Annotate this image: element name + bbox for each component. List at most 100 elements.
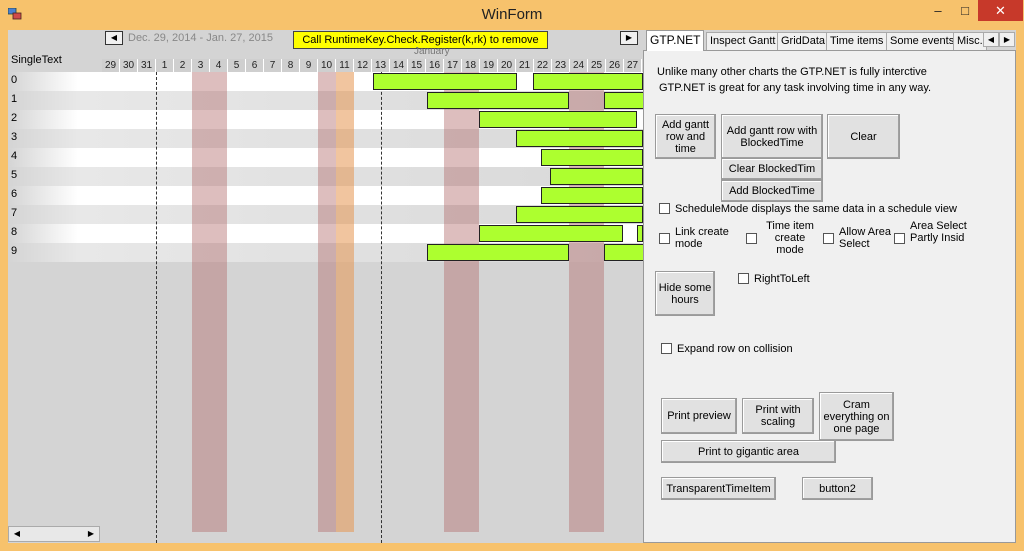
intro-text-2: GTP.NET is great for any task involving … — [659, 82, 932, 94]
link-create-checkbox[interactable] — [659, 233, 670, 244]
date-range-label: Dec. 29, 2014 - Jan. 27, 2015 — [128, 32, 273, 44]
time-marker-line — [381, 72, 382, 543]
gantt-row[interactable]: 6 — [8, 186, 643, 205]
expand-row-checkbox[interactable] — [661, 343, 672, 354]
row-label: 6 — [11, 188, 18, 200]
day-cell: 6 — [246, 59, 264, 72]
blocked-time-band — [318, 72, 336, 532]
button2[interactable]: button2 — [802, 477, 873, 500]
day-cell: 5 — [228, 59, 246, 72]
tab-time-items[interactable]: Time items — [826, 32, 888, 50]
day-cell: 16 — [426, 59, 444, 72]
gantt-row[interactable]: 4 — [8, 148, 643, 167]
time-item-create-checkbox[interactable] — [746, 233, 757, 244]
license-message[interactable]: Call RuntimeKey.Check.Register(k,rk) to … — [293, 31, 548, 49]
tab-griddata[interactable]: GridData — [777, 32, 830, 50]
add-gantt-row-button[interactable]: Add gantt row and time — [655, 114, 716, 159]
area-select-partly-checkbox[interactable] — [894, 233, 905, 244]
title-bar[interactable]: WinForm – □ ✕ — [0, 0, 1024, 30]
minimize-button[interactable]: – — [934, 3, 942, 18]
row-label: 8 — [11, 226, 18, 238]
hide-hours-button[interactable]: Hide some hours — [655, 271, 715, 316]
day-cell: 1 — [156, 59, 174, 72]
time-item-bar[interactable] — [516, 206, 643, 223]
time-marker-line — [156, 72, 157, 543]
link-create-label: Link create mode — [675, 226, 729, 250]
schedule-mode-checkbox[interactable] — [659, 203, 670, 214]
day-cell: 15 — [408, 59, 426, 72]
print-preview-button[interactable]: Print preview — [661, 398, 737, 434]
allow-area-select-checkbox[interactable] — [823, 233, 834, 244]
horizontal-scrollbar[interactable]: ◀ ▶ — [8, 526, 100, 542]
nav-next-button[interactable]: ▶ — [620, 31, 638, 45]
day-cell: 20 — [498, 59, 516, 72]
right-to-left-checkbox[interactable] — [738, 273, 749, 284]
row-label: 4 — [11, 150, 18, 162]
expand-row-label: Expand row on collision — [677, 343, 793, 355]
day-cell: 29 — [102, 59, 120, 72]
time-item-bar[interactable] — [604, 244, 643, 261]
add-gantt-row-blocked-button[interactable]: Add gantt row with BlockedTime — [721, 114, 823, 159]
time-item-bar[interactable] — [604, 92, 643, 109]
day-cell: 21 — [516, 59, 534, 72]
cram-one-page-button[interactable]: Cram everything on one page — [819, 392, 894, 441]
time-item-bar[interactable] — [373, 73, 517, 90]
time-item-create-label: Time item create mode — [766, 220, 814, 256]
time-item-bar[interactable] — [516, 130, 643, 147]
time-item-bar[interactable] — [427, 92, 569, 109]
gantt-row[interactable]: 5 — [8, 167, 643, 186]
time-item-bar[interactable] — [541, 187, 643, 204]
day-cell: 31 — [138, 59, 156, 72]
tab-misc[interactable]: Misc. — [953, 32, 987, 50]
gantt-row[interactable]: 3 — [8, 129, 643, 148]
time-item-bar[interactable] — [550, 168, 643, 185]
day-cell: 23 — [552, 59, 570, 72]
tab-scroll-left-icon[interactable]: ◀ — [983, 32, 999, 47]
day-cell: 26 — [606, 59, 624, 72]
day-cell: 12 — [354, 59, 372, 72]
blocked-time-band — [192, 72, 227, 532]
day-cell: 17 — [444, 59, 462, 72]
row-label: 0 — [11, 74, 18, 86]
time-item-bar[interactable] — [541, 149, 643, 166]
close-button[interactable]: ✕ — [978, 0, 1023, 21]
gantt-chart[interactable]: ◀ Dec. 29, 2014 - Jan. 27, 2015 Call Run… — [8, 30, 643, 543]
day-cell: 19 — [480, 59, 498, 72]
clear-button[interactable]: Clear — [827, 114, 900, 159]
row-label: 9 — [11, 245, 18, 257]
gantt-row[interactable]: 7 — [8, 205, 643, 224]
maximize-button[interactable]: □ — [961, 3, 969, 18]
day-cell: 10 — [318, 59, 336, 72]
column-header: SingleText — [11, 54, 62, 66]
window-title: WinForm — [481, 6, 543, 23]
time-item-bar[interactable] — [427, 244, 569, 261]
client-area: ◀ Dec. 29, 2014 - Jan. 27, 2015 Call Run… — [8, 30, 1016, 543]
app-icon — [8, 8, 22, 20]
schedule-mode-label: ScheduleMode displays the same data in a… — [675, 203, 957, 215]
scroll-right-icon[interactable]: ▶ — [87, 529, 95, 538]
scroll-left-icon[interactable]: ◀ — [13, 529, 21, 538]
time-item-bar[interactable] — [637, 225, 643, 242]
day-cell: 24 — [570, 59, 588, 72]
day-cell: 4 — [210, 59, 228, 72]
tab-gtpnet[interactable]: GTP.NET — [646, 30, 705, 51]
clear-blocked-button[interactable]: Clear BlockedTim — [721, 158, 823, 180]
tab-inspect-gantt[interactable]: Inspect Gantt — [706, 32, 780, 50]
row-label: 3 — [11, 131, 18, 143]
time-item-bar[interactable] — [479, 225, 623, 242]
nav-prev-button[interactable]: ◀ — [105, 31, 123, 45]
transparent-time-item-button[interactable]: TransparentTimeItem — [661, 477, 776, 500]
print-scaling-button[interactable]: Print with scaling — [742, 398, 814, 434]
row-label: 5 — [11, 169, 18, 181]
add-blocked-button[interactable]: Add BlockedTime — [721, 180, 823, 202]
tab-page-gtpnet: Unlike many other charts the GTP.NET is … — [643, 50, 1016, 543]
day-cell: 14 — [390, 59, 408, 72]
tab-scroll-right-icon[interactable]: ▶ — [999, 32, 1015, 47]
print-gigantic-button[interactable]: Print to gigantic area — [661, 440, 836, 463]
time-item-bar[interactable] — [533, 73, 643, 90]
tab-some-events[interactable]: Some events — [886, 32, 959, 50]
row-label: 7 — [11, 207, 18, 219]
area-select-partly-label: Area Select Partly Insid — [910, 220, 967, 244]
time-item-bar[interactable] — [479, 111, 637, 128]
day-cell: 22 — [534, 59, 552, 72]
